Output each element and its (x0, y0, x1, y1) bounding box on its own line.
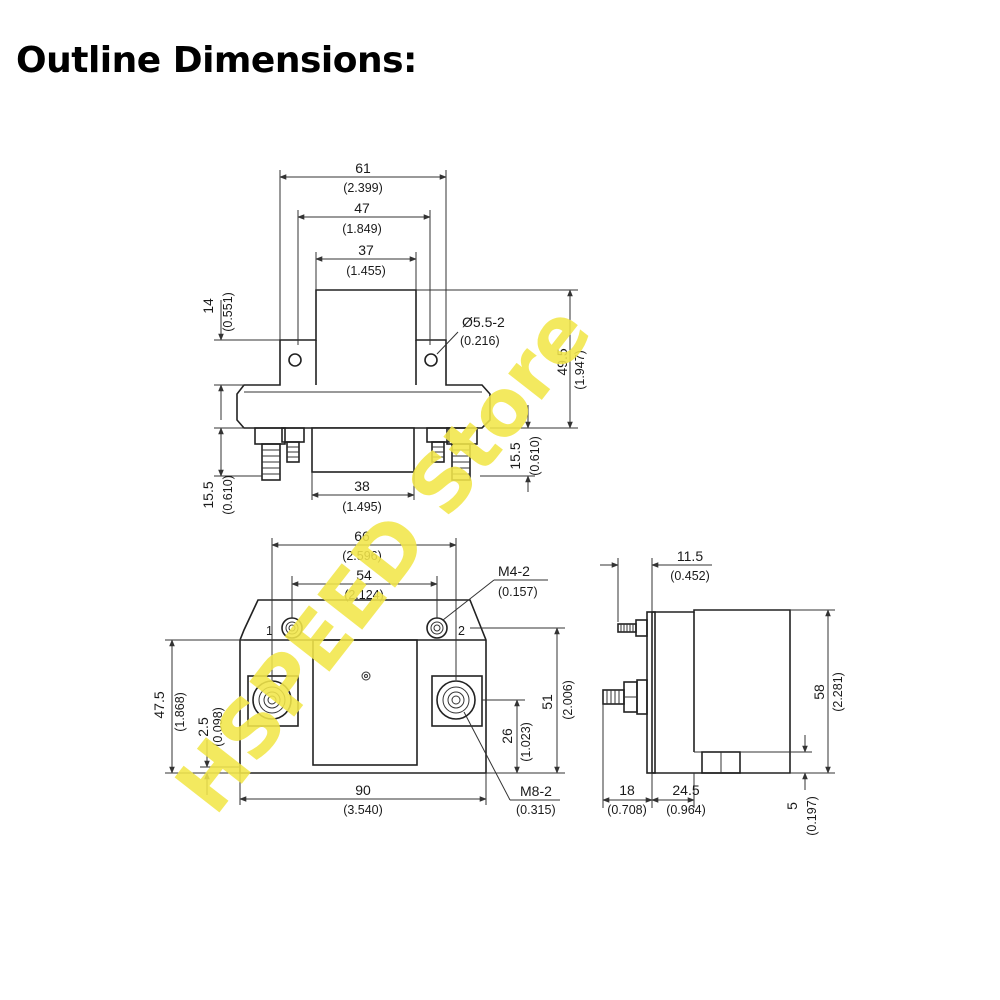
page-title: Outline Dimensions: (16, 40, 417, 81)
dim-15-5-left: 15.5 (200, 481, 216, 508)
dim-15-5-right: 15.5 (507, 442, 523, 469)
dim-5: 5 (784, 802, 800, 810)
dim-58-inch: (2.281) (831, 672, 845, 712)
m8-terminal-right (431, 675, 483, 727)
dim-18: 18 (619, 782, 635, 798)
dim-2-5: 2.5 (195, 717, 211, 737)
dim-26-inch: (1.023) (519, 722, 533, 762)
pin-1-label: 1 (266, 624, 273, 638)
dim-54-inch: (2.124) (344, 588, 384, 602)
dim-15-5-right-inch: (0.610) (528, 436, 542, 476)
front-view: 1 2 66 (2.596) 54 (2.124) (151, 528, 575, 817)
side-small-stud (617, 619, 648, 637)
m8-callout-inch: (0.315) (516, 803, 556, 817)
dim-66: 66 (354, 528, 370, 544)
dim-11-5: 11.5 (677, 548, 703, 564)
dim-90: 90 (355, 782, 371, 798)
dim-2-5-inch: (0.098) (211, 707, 225, 747)
dim-47-5-inch: (1.868) (173, 692, 187, 732)
dim-24-5-inch: (0.964) (666, 803, 706, 817)
dim-18-inch: (0.708) (607, 803, 647, 817)
m4-callout-inch: (0.157) (498, 585, 538, 599)
dim-26: 26 (499, 728, 515, 744)
dim-24-5: 24.5 (672, 782, 699, 798)
dim-58: 58 (811, 684, 827, 700)
dim-38: 38 (354, 478, 370, 494)
hole-callout-inch: (0.216) (460, 334, 500, 348)
dim-47-inch: (1.849) (342, 222, 382, 236)
dim-5-inch: (0.197) (805, 796, 819, 836)
dim-51-inch: (2.006) (561, 680, 575, 720)
dim-49-5-inch: (1.947) (573, 350, 587, 390)
dim-49-5: 49.5 (554, 348, 570, 375)
dim-66-inch: (2.596) (342, 549, 382, 563)
hole-callout: Ø5.5-2 (462, 314, 505, 330)
dim-51: 51 (539, 694, 555, 710)
dim-37-inch: (1.455) (346, 264, 386, 278)
m8-terminal-left (247, 675, 299, 727)
dim-11-5-inch: (0.452) (670, 569, 710, 583)
dim-61-inch: (2.399) (343, 181, 383, 195)
stud-right (426, 427, 478, 481)
pin-2-label: 2 (458, 624, 465, 638)
dim-14-inch: (0.551) (221, 292, 235, 332)
top-view: 61 (2.399) 47 (1.849) 37 (1.455) 14 (0.5… (200, 160, 587, 515)
side-view: 11.5 (0.452) 58 (2.281) 18 (0.708) 24.5 … (600, 548, 845, 836)
dim-37: 37 (358, 242, 374, 258)
dim-38-inch: (1.495) (342, 500, 382, 514)
m4-callout: M4-2 (498, 563, 530, 579)
dim-47: 47 (354, 200, 370, 216)
dim-15-5-left-inch: (0.610) (221, 475, 235, 515)
m8-callout: M8-2 (520, 783, 552, 799)
dim-54: 54 (356, 567, 372, 583)
side-large-stud (602, 679, 648, 715)
dim-47-5: 47.5 (151, 691, 167, 718)
dim-90-inch: (3.540) (343, 803, 383, 817)
stud-left (254, 427, 305, 481)
dim-14: 14 (200, 298, 216, 314)
dim-61: 61 (355, 160, 371, 176)
